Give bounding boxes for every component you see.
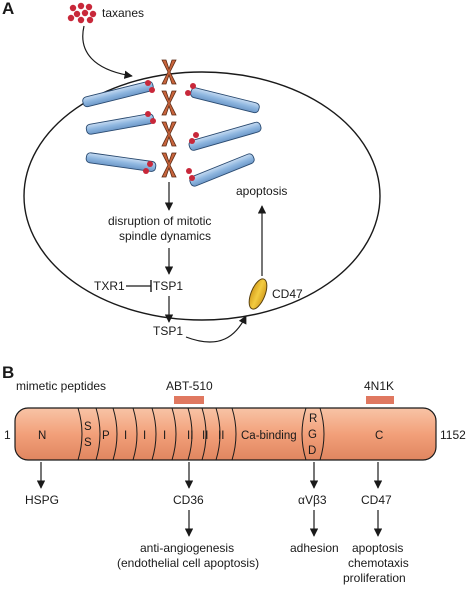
domain-n: N	[38, 430, 46, 442]
domain-i1: I	[124, 430, 127, 442]
outcome-chemotaxis: chemotaxis	[348, 556, 409, 570]
peptide-abt510-label: ABT-510	[166, 379, 213, 393]
outcome-anti-angiogenesis: anti-angiogenesis	[140, 541, 234, 555]
target-cd47: CD47	[361, 493, 392, 507]
domain-i2: I	[143, 430, 146, 442]
outcome-adhesion: adhesion	[290, 541, 339, 555]
bound-taxanes	[143, 80, 199, 181]
mimetic-peptides-label: mimetic peptides	[16, 379, 106, 393]
domain-r: R	[309, 413, 317, 425]
domain-d: D	[308, 445, 316, 457]
cd47-label-a: CD47	[272, 287, 303, 301]
disruption-line2: spindle dynamics	[119, 229, 211, 243]
apoptosis-label-a: apoptosis	[236, 184, 287, 198]
domain-i3: I	[163, 430, 166, 442]
residue-end-label: 1152	[440, 428, 466, 442]
outcome-apoptosis: apoptosis	[352, 541, 403, 555]
chromosomes	[161, 59, 177, 178]
domain-ii2: II	[202, 430, 208, 442]
target-hspg: HSPG	[25, 493, 59, 507]
disruption-line1: disruption of mitotic	[108, 214, 211, 228]
panel-a-label: A	[2, 0, 14, 18]
outcome-endothelial-apoptosis: (endothelial cell apoptosis)	[117, 556, 259, 570]
peptide-4n1k-label: 4N1K	[364, 379, 394, 393]
domain-ii3: II	[218, 430, 224, 442]
domain-ca-binding: Ca-binding	[241, 430, 297, 442]
txr1-label: TXR1	[94, 279, 125, 293]
tsp1-inhibited-label: TSP1	[153, 279, 183, 293]
tsp1-secreted-label: TSP1	[153, 324, 183, 338]
tsp1-to-cd47-arrow	[185, 315, 247, 343]
target-integrin: αVβ3	[298, 493, 327, 507]
domain-labels: N S S P I I I II II II Ca-binding R G D …	[38, 413, 383, 457]
taxane-dots	[67, 2, 97, 24]
cell-membrane	[23, 71, 381, 321]
taxane-entry-arrow	[82, 25, 133, 79]
microtubules	[82, 80, 262, 187]
residue-start-label: 1	[4, 428, 11, 442]
cd47-receptor	[248, 278, 268, 310]
tsp1-protein-bar	[14, 407, 437, 461]
domain-s2: S	[84, 437, 92, 449]
domain-p: P	[102, 430, 110, 442]
taxanes-label: taxanes	[102, 6, 144, 20]
peptide-abt510-bar	[174, 396, 204, 404]
domain-dividers	[77, 407, 325, 461]
domain-s1: S	[84, 421, 92, 433]
domain-c: C	[375, 430, 383, 442]
target-cd36: CD36	[173, 493, 204, 507]
outcome-proliferation: proliferation	[343, 571, 406, 585]
peptide-4n1k-bar	[366, 396, 394, 404]
panel-b-label: B	[2, 363, 14, 382]
domain-g: G	[308, 429, 317, 441]
domain-ii1: II	[187, 430, 193, 442]
